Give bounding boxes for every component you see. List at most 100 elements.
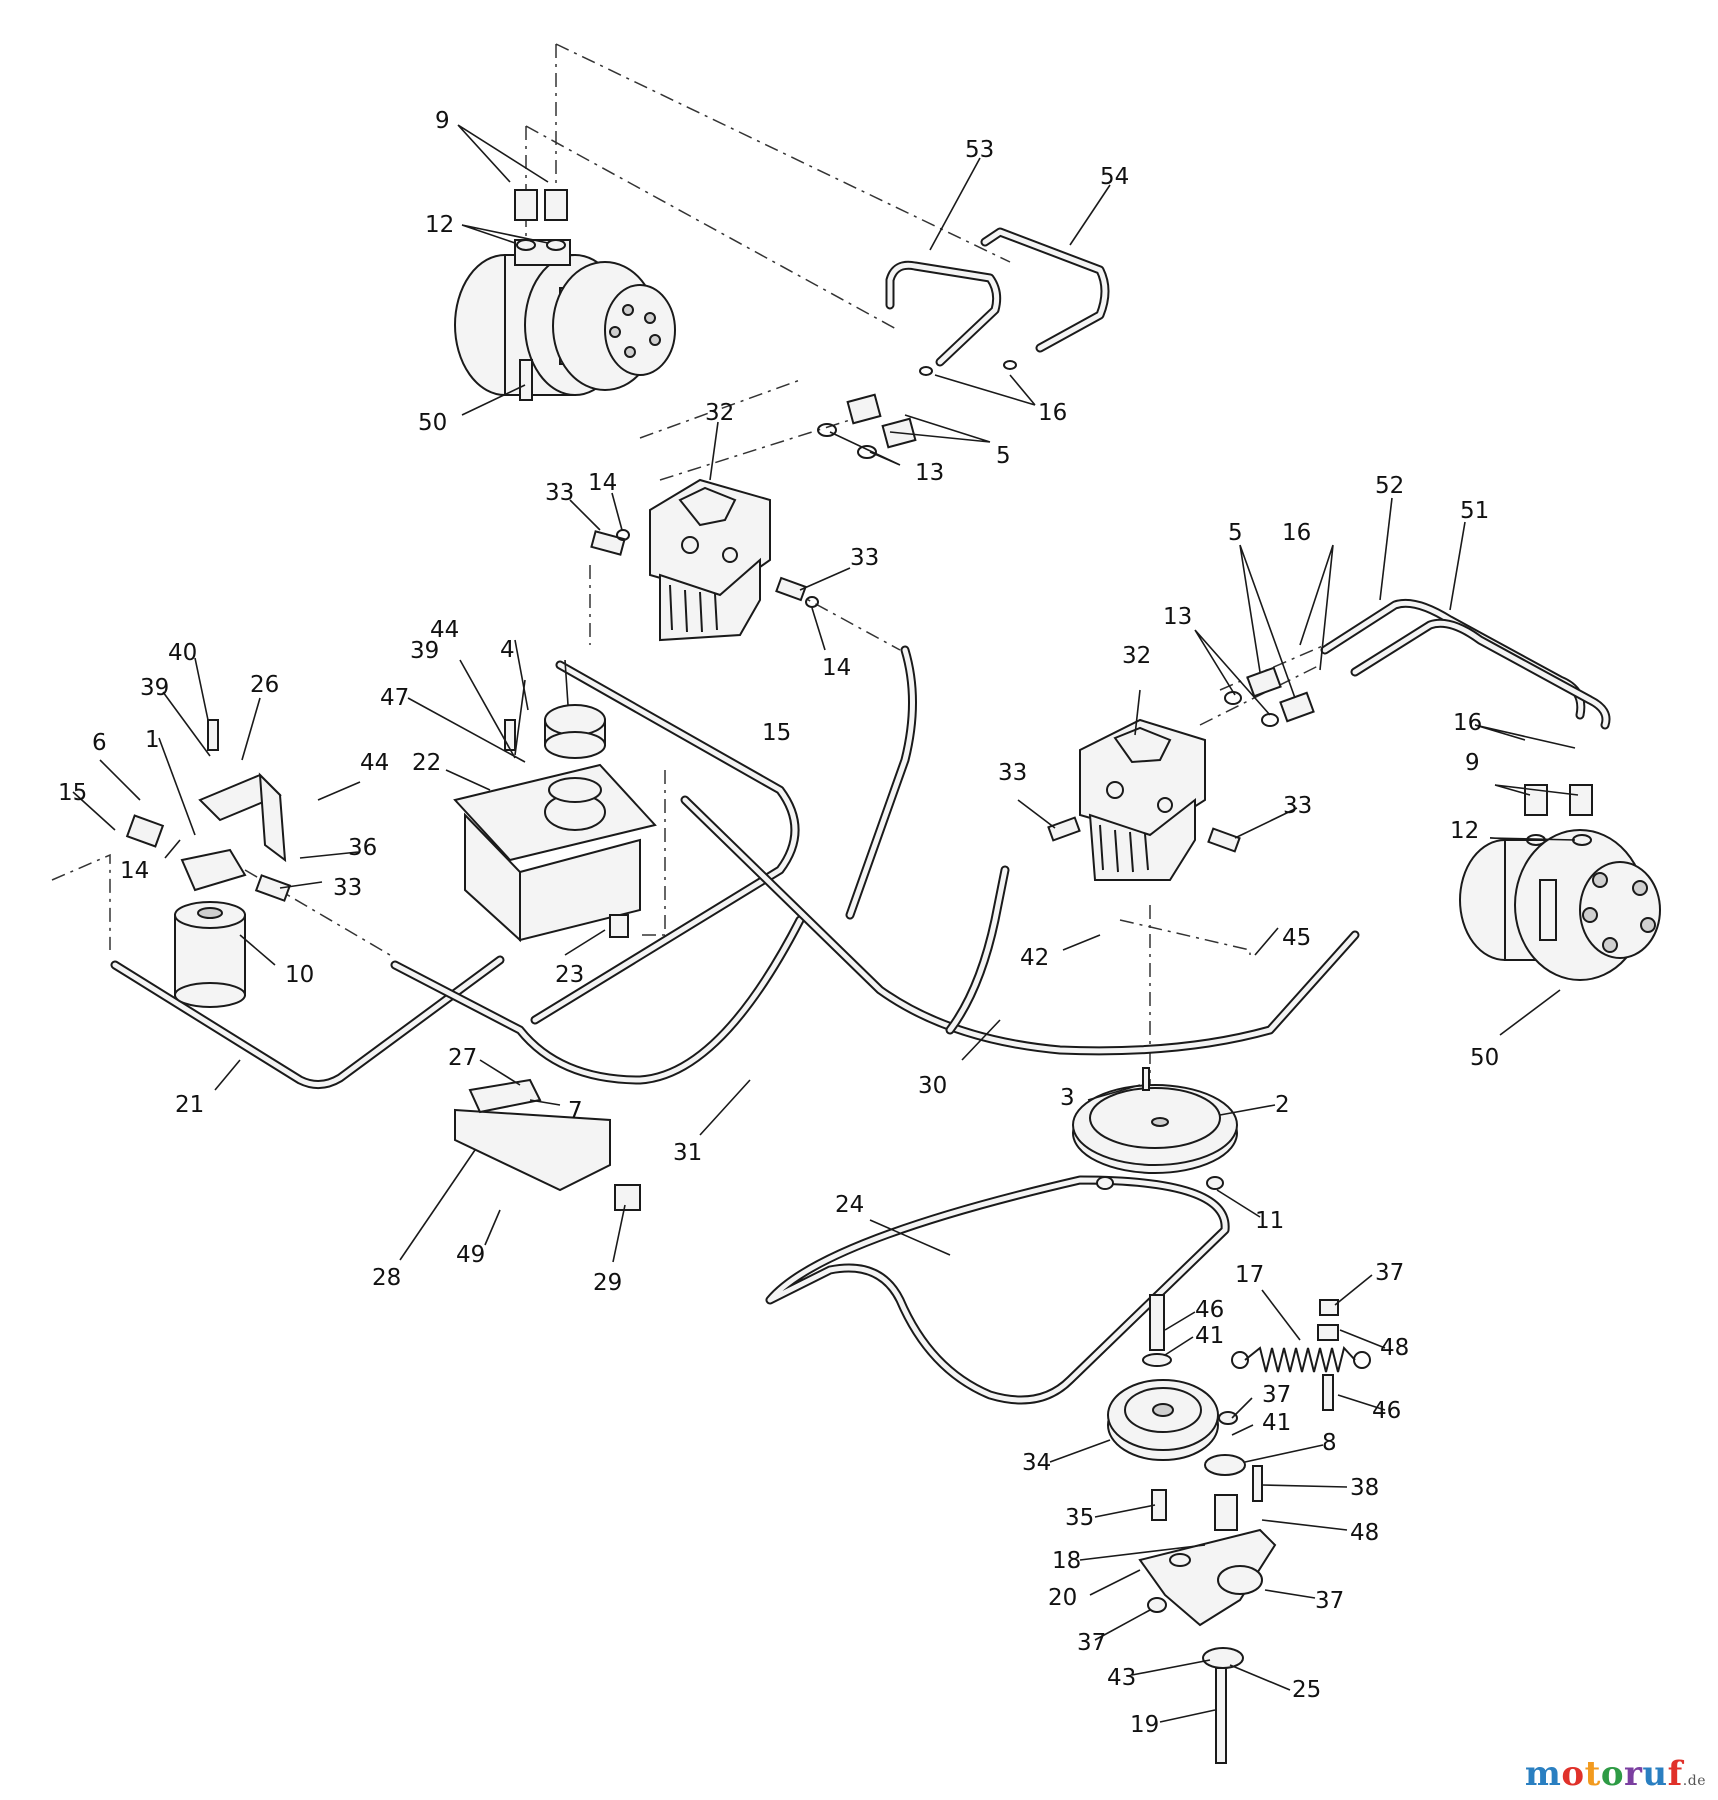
callout-37: 37 <box>1315 1588 1344 1614</box>
wheel-motor-right <box>1459 829 1661 981</box>
callout-40: 40 <box>168 640 197 666</box>
watermark-letter: o <box>1561 1754 1585 1794</box>
callout-37: 37 <box>1077 1630 1106 1656</box>
callout-12: 12 <box>425 212 454 238</box>
callout-46: 46 <box>1372 1398 1401 1424</box>
callout-43: 43 <box>1107 1665 1136 1691</box>
callout-18: 18 <box>1052 1548 1081 1574</box>
callout-2: 2 <box>1275 1092 1290 1118</box>
pump-pulley <box>1072 1084 1238 1174</box>
watermark-letter: m <box>1524 1754 1562 1794</box>
callout-44: 44 <box>430 617 459 643</box>
watermark-letter: t <box>1584 1754 1601 1794</box>
callout-30: 30 <box>918 1073 947 1099</box>
callout-47: 47 <box>380 685 409 711</box>
callout-12: 12 <box>1450 818 1479 844</box>
callout-28: 28 <box>372 1265 401 1291</box>
callout-38: 38 <box>1350 1475 1379 1501</box>
callout-13: 13 <box>1163 604 1192 630</box>
callout-24: 24 <box>835 1192 864 1218</box>
callout-11: 11 <box>1255 1208 1284 1234</box>
watermark-letters: motoruf <box>1525 1754 1683 1794</box>
spring <box>1231 1345 1371 1373</box>
callout-33: 33 <box>850 545 879 571</box>
callout-16: 16 <box>1282 520 1311 546</box>
callout-46: 46 <box>1195 1297 1224 1323</box>
callout-33: 33 <box>545 480 574 506</box>
callout-8: 8 <box>1322 1430 1337 1456</box>
callout-14: 14 <box>120 858 149 884</box>
callout-14: 14 <box>588 470 617 496</box>
watermark-letter: o <box>1600 1754 1624 1794</box>
callout-50: 50 <box>1470 1045 1499 1071</box>
callout-33: 33 <box>998 760 1027 786</box>
callout-9: 9 <box>1465 750 1480 776</box>
callout-36: 36 <box>348 835 377 861</box>
hardware <box>1096 1067 1339 1764</box>
watermark-letter: u <box>1642 1754 1668 1794</box>
callout-39: 39 <box>410 638 439 664</box>
watermark-logo: motoruf.de <box>1525 1754 1706 1794</box>
oil-tank <box>453 704 657 943</box>
watermark-letter: f <box>1667 1754 1683 1794</box>
callout-9: 9 <box>435 108 450 134</box>
callout-21: 21 <box>175 1092 204 1118</box>
callout-13: 13 <box>915 460 944 486</box>
drive-belt <box>765 1175 1230 1405</box>
callout-15: 15 <box>58 780 87 806</box>
hoses <box>110 645 1360 1089</box>
callout-45: 45 <box>1282 925 1311 951</box>
callout-14: 14 <box>822 655 851 681</box>
callout-50: 50 <box>418 410 447 436</box>
callout-32: 32 <box>1122 643 1151 669</box>
callout-51: 51 <box>1460 498 1489 524</box>
callout-3: 3 <box>1060 1085 1075 1111</box>
callout-5: 5 <box>1228 520 1243 546</box>
callout-1: 1 <box>145 727 160 753</box>
callout-48: 48 <box>1350 1520 1379 1546</box>
oil-filter <box>125 814 247 1008</box>
callout-54: 54 <box>1100 164 1129 190</box>
callout-37: 37 <box>1262 1382 1291 1408</box>
callout-33: 33 <box>1283 793 1312 819</box>
watermark-letter: r <box>1624 1754 1643 1794</box>
callout-44: 44 <box>360 750 389 776</box>
callout-4: 4 <box>500 637 515 663</box>
callout-34: 34 <box>1022 1450 1051 1476</box>
callout-32: 32 <box>705 400 734 426</box>
callout-48: 48 <box>1380 1335 1409 1361</box>
steel-lines <box>885 227 1611 730</box>
callout-25: 25 <box>1292 1677 1321 1703</box>
callout-49: 49 <box>456 1242 485 1268</box>
mount-plate <box>454 1078 641 1211</box>
pump-lower <box>1079 718 1206 881</box>
leaders <box>72 124 1579 1723</box>
callout-17: 17 <box>1235 1262 1264 1288</box>
callout-20: 20 <box>1048 1585 1077 1611</box>
callout-41: 41 <box>1195 1323 1224 1349</box>
callout-29: 29 <box>593 1270 622 1296</box>
callout-39: 39 <box>140 675 169 701</box>
callout-37: 37 <box>1375 1260 1404 1286</box>
callout-41: 41 <box>1262 1410 1291 1436</box>
callout-7: 7 <box>568 1098 583 1124</box>
callout-16: 16 <box>1453 710 1482 736</box>
callout-26: 26 <box>250 672 279 698</box>
callout-33: 33 <box>333 875 362 901</box>
callout-5: 5 <box>996 443 1011 469</box>
watermark-suffix: .de <box>1682 1773 1706 1789</box>
idler-arm <box>1138 1528 1277 1627</box>
callout-35: 35 <box>1065 1505 1094 1531</box>
callout-15: 15 <box>762 720 791 746</box>
callout-19: 19 <box>1130 1712 1159 1738</box>
callout-22: 22 <box>412 750 441 776</box>
callout-labels: 9 12 50 53 54 16 5 13 32 14 33 33 14 44 … <box>58 108 1499 1738</box>
callout-23: 23 <box>555 962 584 988</box>
bracket <box>198 772 287 863</box>
callout-53: 53 <box>965 137 994 163</box>
callout-27: 27 <box>448 1045 477 1071</box>
callout-6: 6 <box>92 730 107 756</box>
callout-16: 16 <box>1038 400 1067 426</box>
callout-42: 42 <box>1020 945 1049 971</box>
